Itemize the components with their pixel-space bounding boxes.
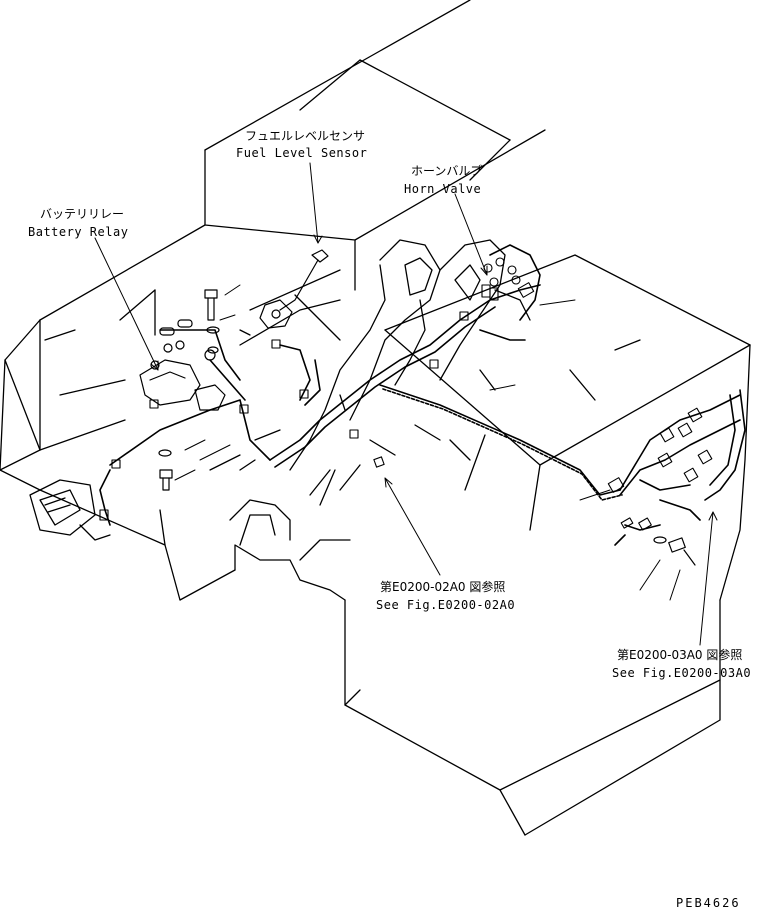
bolts-washers <box>158 289 696 566</box>
battery-box <box>29 479 111 541</box>
fig-ref-02a0-label-en: See Fig.E0200-02A0 <box>376 598 516 612</box>
center-frame <box>229 239 531 601</box>
battery-relay-label-jp: バッテリリレー <box>40 207 125 221</box>
fig-ref-03a0-label-jp: 第E0200-03A0 図参照 <box>617 648 743 662</box>
left-battery-housing <box>0 224 341 601</box>
fuel-level-sensor-label-jp: フュエルレベルセンサ <box>245 129 366 143</box>
drawing-code: PEB4626 <box>676 896 741 910</box>
right-front-housing <box>344 254 751 836</box>
fuel-level-sensor-label-en: Fuel Level Sensor <box>236 146 368 160</box>
horn-valve-label-jp: ホーンバルブ <box>411 164 483 178</box>
leader-lines <box>94 162 718 646</box>
horn-valve-label-en: Horn Valve <box>404 182 482 196</box>
fig-ref-03a0-label-en: See Fig.E0200-03A0 <box>612 666 752 680</box>
battery-relay-label-en: Battery Relay <box>28 225 129 239</box>
wiring-harness <box>99 244 746 546</box>
rear-upper-housing <box>204 0 546 291</box>
fig-ref-02a0-label-jp: 第E0200-02A0 図参照 <box>380 580 506 594</box>
battery-relay <box>139 319 226 411</box>
fuel-level-sensor <box>259 249 329 329</box>
